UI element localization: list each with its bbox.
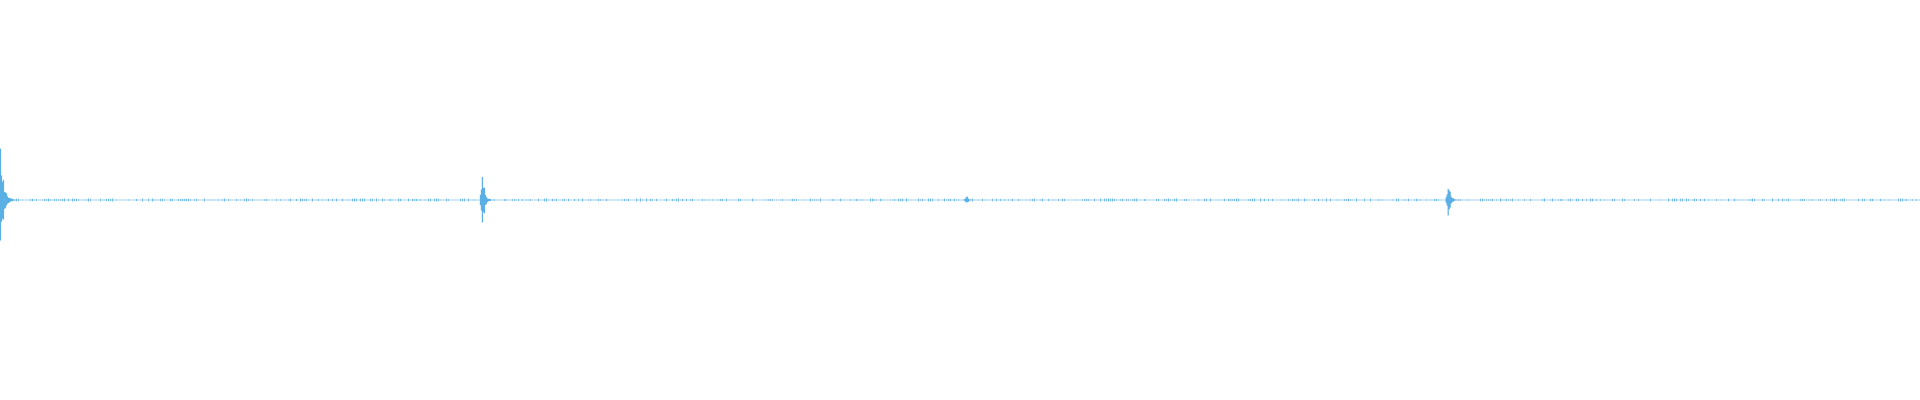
waveform-burst-4 (1445, 188, 1463, 216)
waveform-burst-1 (0, 148, 21, 241)
waveform-bursts (0, 148, 1463, 241)
waveform-burst-3 (963, 196, 981, 203)
waveform-burst-2 (479, 176, 497, 223)
